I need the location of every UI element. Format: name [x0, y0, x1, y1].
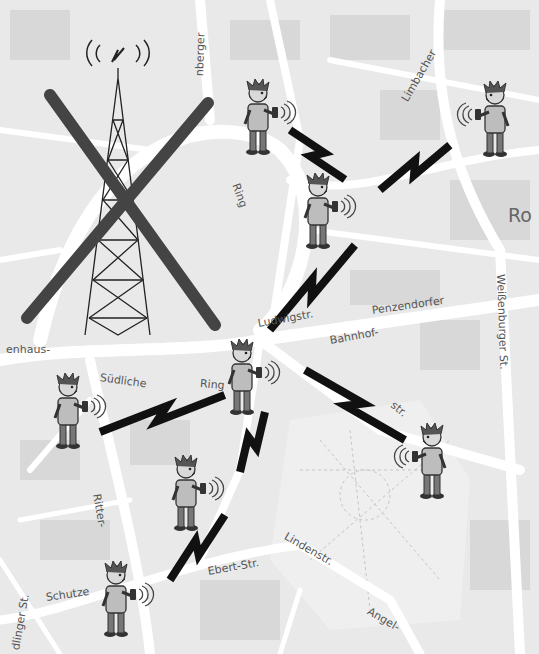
street-name: Ludwigstr.: [257, 308, 314, 330]
street-name: Ring: [199, 378, 225, 392]
street-name: Ro: [508, 205, 532, 226]
street-name: Ring: [229, 182, 249, 209]
street-name: Südliche: [99, 372, 147, 390]
cross-out: [27, 95, 215, 325]
mesh-users: [55, 79, 508, 637]
street-name: dlinger St.: [10, 593, 32, 651]
street-name: enhaus-: [6, 344, 50, 356]
street-name: Weißenburger St.: [494, 274, 509, 370]
radio-links: [98, 126, 453, 584]
street-name: nberger: [194, 33, 208, 77]
